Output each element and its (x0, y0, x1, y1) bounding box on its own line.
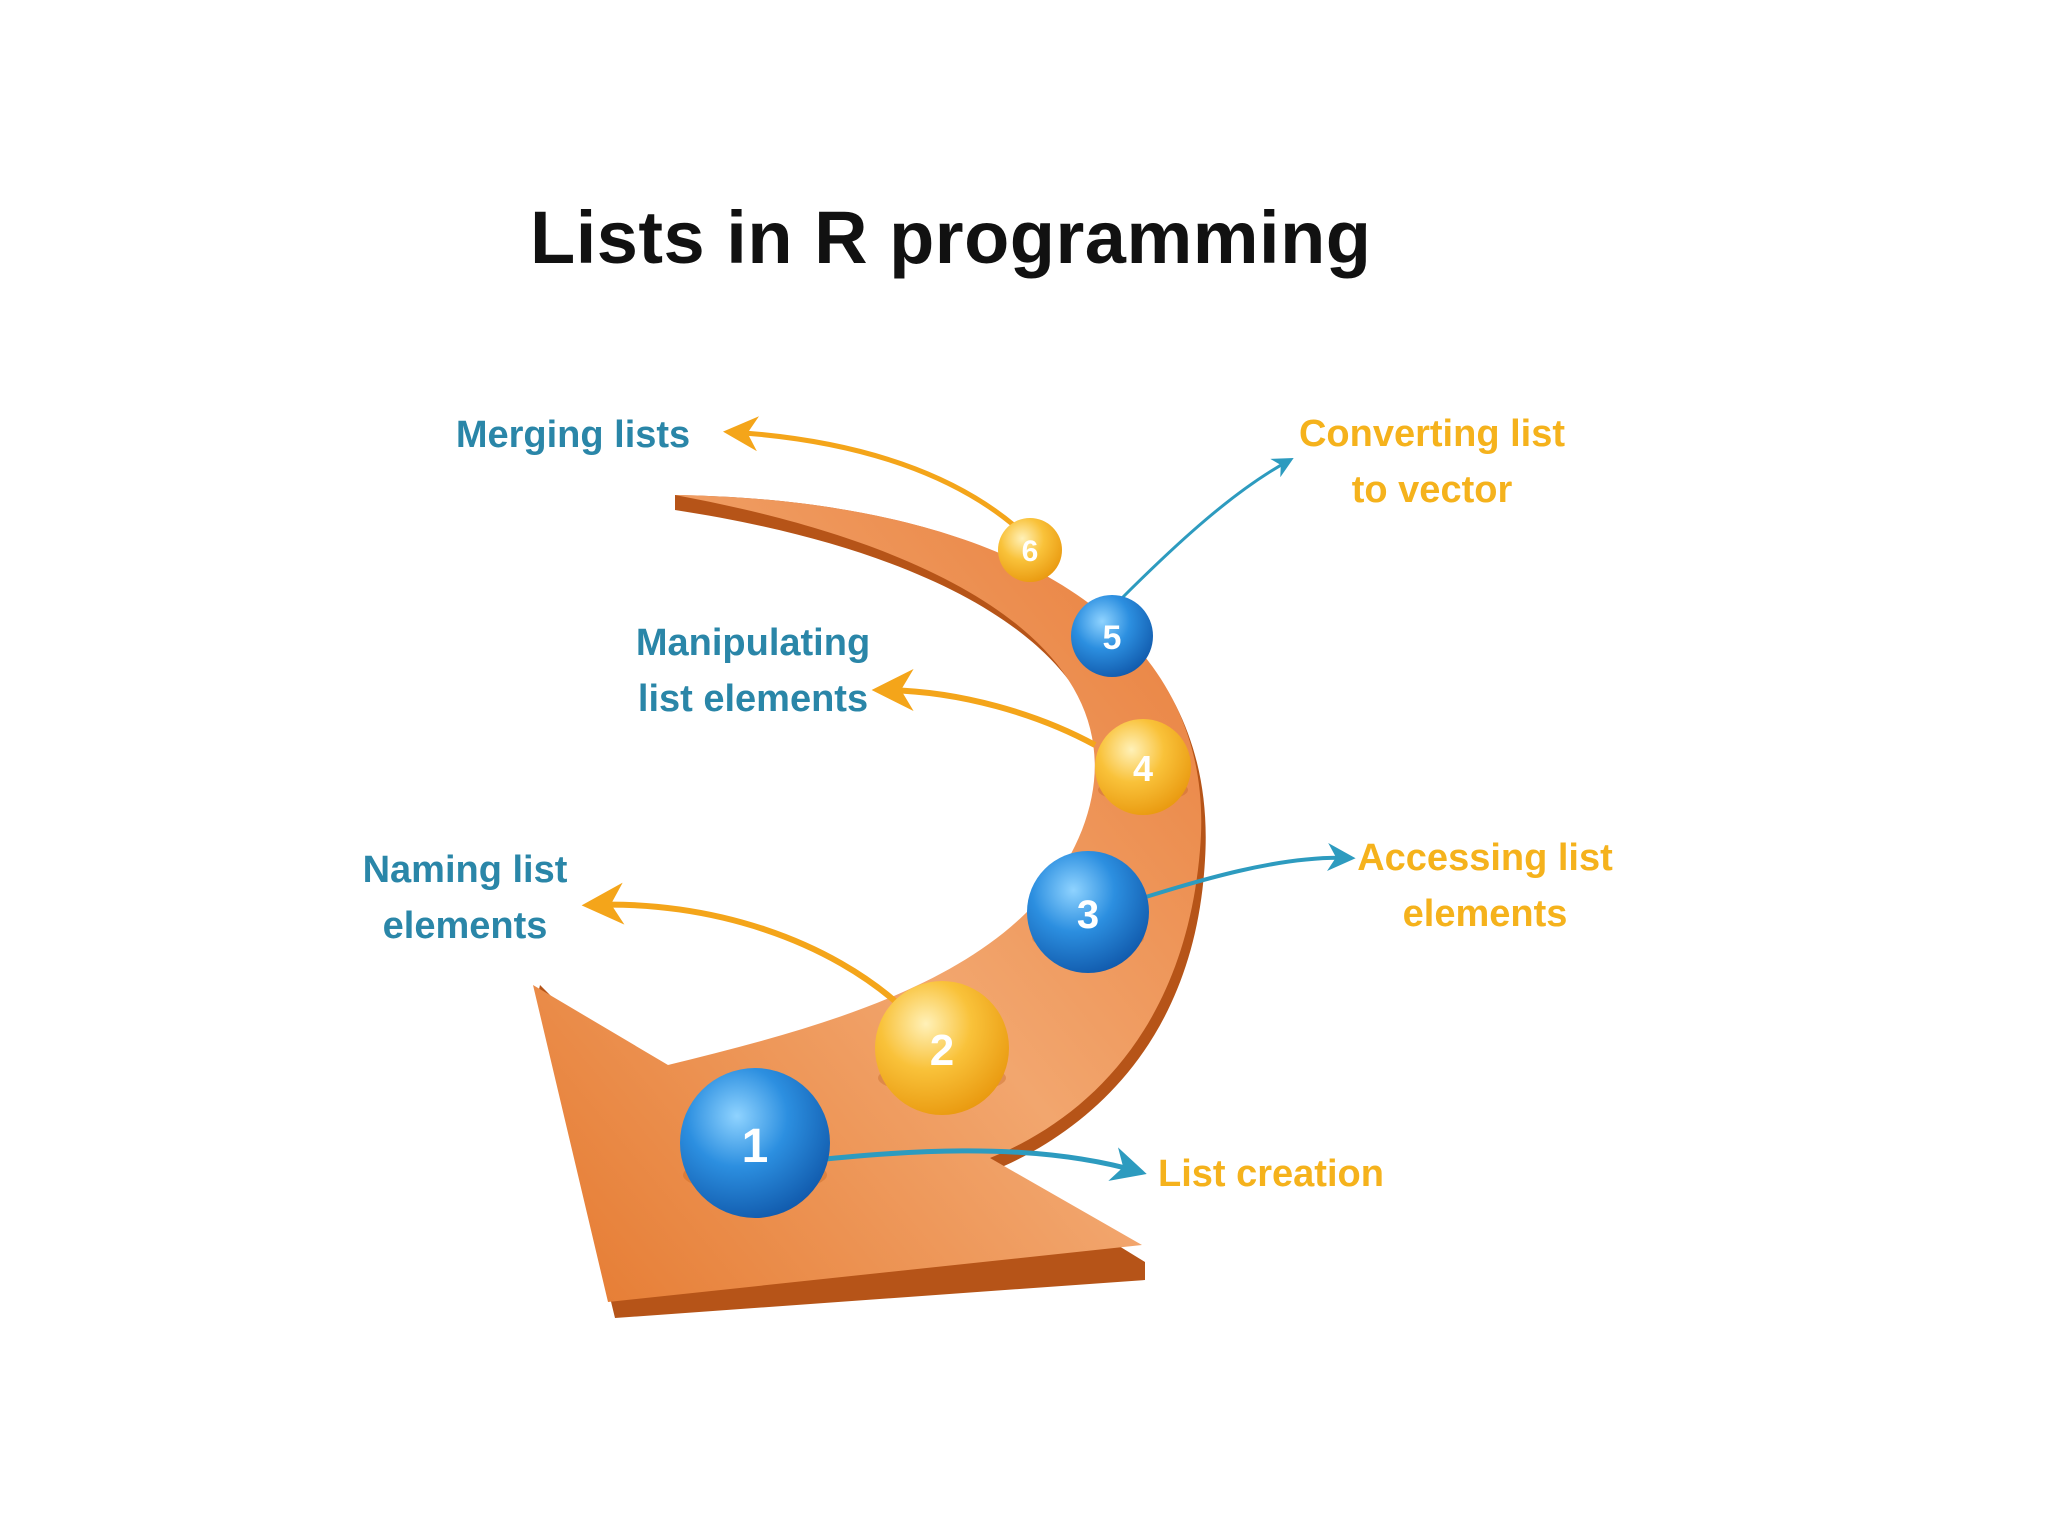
label-naming-list-elements-line1: Naming list (363, 849, 568, 891)
label-list-creation: List creation (1158, 1153, 1384, 1195)
sphere-2: 2 (875, 981, 1009, 1115)
sphere-3: 3 (1027, 851, 1149, 973)
sphere-4: 4 (1095, 719, 1191, 815)
page-title: Lists in R programming (530, 196, 1372, 279)
label-converting-list-to-vector-line1: Converting list (1299, 413, 1565, 455)
labels: List creation Naming list elements Acces… (363, 413, 1614, 1195)
sphere-6: 6 (998, 518, 1062, 582)
label-manipulating-list-elements-line1: Manipulating (636, 622, 870, 664)
sphere-1: 1 (680, 1068, 830, 1218)
step-number-4: 4 (1133, 748, 1153, 789)
label-naming-list-elements-line2: elements (383, 905, 548, 947)
step-number-3: 3 (1077, 893, 1099, 937)
step-number-1: 1 (742, 1120, 769, 1173)
step-number-5: 5 (1103, 619, 1122, 657)
connector-4 (871, 669, 1097, 748)
step-number-2: 2 (930, 1026, 954, 1075)
label-converting-list-to-vector-line2: to vector (1352, 469, 1513, 511)
label-accessing-list-elements-line1: Accessing list (1357, 837, 1613, 879)
label-merging-lists: Merging lists (456, 414, 690, 456)
connector-6 (723, 416, 1027, 537)
step-number-6: 6 (1022, 535, 1039, 568)
label-manipulating-list-elements-line2: list elements (638, 678, 868, 720)
sphere-5: 5 (1071, 595, 1153, 677)
connector-2 (581, 882, 908, 1013)
connector-5 (1118, 457, 1294, 602)
label-accessing-list-elements-line2: elements (1403, 893, 1568, 935)
connector-3 (1119, 843, 1356, 907)
